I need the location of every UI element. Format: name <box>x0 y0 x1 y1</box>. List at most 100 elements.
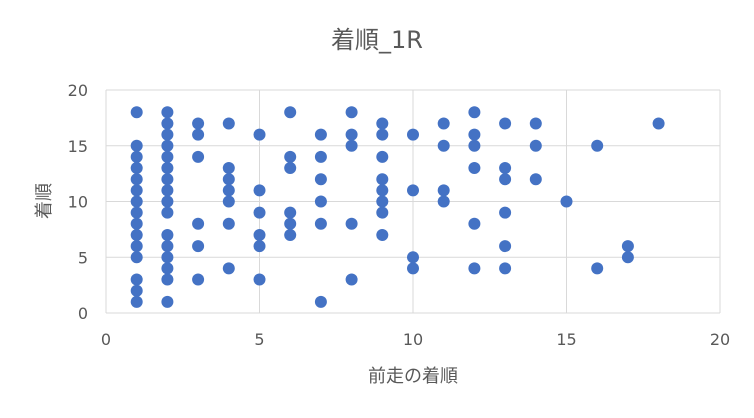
data-point <box>591 139 604 152</box>
data-point <box>192 117 205 130</box>
chart-title: 着順_1R <box>331 26 423 54</box>
data-point <box>161 184 174 197</box>
data-point <box>345 273 358 286</box>
data-point <box>284 150 297 163</box>
y-tick-label: 10 <box>68 193 88 212</box>
data-point <box>130 206 143 219</box>
data-point <box>284 228 297 241</box>
data-point <box>652 117 665 130</box>
data-point <box>437 195 450 208</box>
data-point <box>345 139 358 152</box>
data-point <box>161 295 174 308</box>
data-point <box>192 150 205 163</box>
y-axis-label: 着順 <box>34 183 55 219</box>
data-point <box>284 162 297 175</box>
data-point <box>130 240 143 253</box>
x-tick-label: 15 <box>556 330 576 349</box>
data-point <box>130 106 143 119</box>
data-point <box>253 273 266 286</box>
data-point <box>468 128 481 141</box>
data-point <box>161 106 174 119</box>
data-point <box>284 106 297 119</box>
data-point <box>130 251 143 264</box>
data-point <box>499 162 512 175</box>
data-point <box>376 206 389 219</box>
data-point <box>161 273 174 286</box>
data-point <box>407 184 419 197</box>
data-point <box>161 206 174 219</box>
data-point <box>376 184 389 197</box>
data-point <box>376 195 389 208</box>
data-point <box>161 162 174 175</box>
data-point <box>161 228 174 241</box>
data-point <box>314 150 327 163</box>
data-point <box>376 228 389 241</box>
data-point <box>253 184 266 197</box>
data-point <box>130 184 143 197</box>
data-point <box>161 128 174 141</box>
data-point <box>437 139 450 152</box>
y-tick-label: 0 <box>78 304 88 323</box>
data-point <box>314 195 327 208</box>
data-point <box>468 217 481 230</box>
data-point <box>130 217 143 230</box>
data-point <box>529 173 542 186</box>
data-point <box>407 262 419 275</box>
data-point <box>621 251 634 264</box>
gridlines <box>105 89 721 314</box>
data-point <box>407 128 419 141</box>
data-point <box>192 240 205 253</box>
data-point <box>345 217 358 230</box>
data-point <box>161 251 174 264</box>
data-point <box>407 251 419 264</box>
data-point <box>376 173 389 186</box>
data-point <box>468 139 481 152</box>
data-point <box>529 139 542 152</box>
data-point <box>499 173 512 186</box>
data-point <box>130 295 143 308</box>
data-point <box>376 128 389 141</box>
data-point <box>499 206 512 219</box>
data-point <box>468 106 481 119</box>
data-point <box>284 217 297 230</box>
data-point <box>161 173 174 186</box>
x-tick-label: 20 <box>710 330 730 349</box>
data-point <box>284 206 297 219</box>
data-point <box>437 117 450 130</box>
x-tick-label: 10 <box>403 330 423 349</box>
data-point <box>468 162 481 175</box>
data-point <box>130 228 143 241</box>
x-axis-ticks: 0 5 10 15 20 <box>101 330 730 349</box>
data-point <box>314 295 327 308</box>
data-point <box>161 262 174 275</box>
data-point <box>192 217 205 230</box>
data-point <box>253 128 266 141</box>
data-points <box>130 106 665 308</box>
data-point <box>130 150 143 163</box>
data-point <box>468 262 481 275</box>
data-point <box>499 262 512 275</box>
data-point <box>376 150 389 163</box>
x-tick-label: 0 <box>101 330 111 349</box>
y-tick-label: 15 <box>68 137 88 156</box>
data-point <box>222 173 235 186</box>
data-point <box>222 117 235 130</box>
data-point <box>253 240 266 253</box>
data-point <box>222 217 235 230</box>
data-point <box>253 228 266 241</box>
data-point <box>314 173 327 186</box>
data-point <box>161 117 174 130</box>
x-axis-label: 前走の着順 <box>368 366 458 387</box>
data-point <box>130 273 143 286</box>
data-point <box>314 128 327 141</box>
data-point <box>161 195 174 208</box>
data-point <box>253 206 266 219</box>
data-point <box>529 117 542 130</box>
data-point <box>499 117 512 130</box>
data-point <box>192 273 205 286</box>
data-point <box>376 117 389 130</box>
x-tick-label: 5 <box>254 330 264 349</box>
